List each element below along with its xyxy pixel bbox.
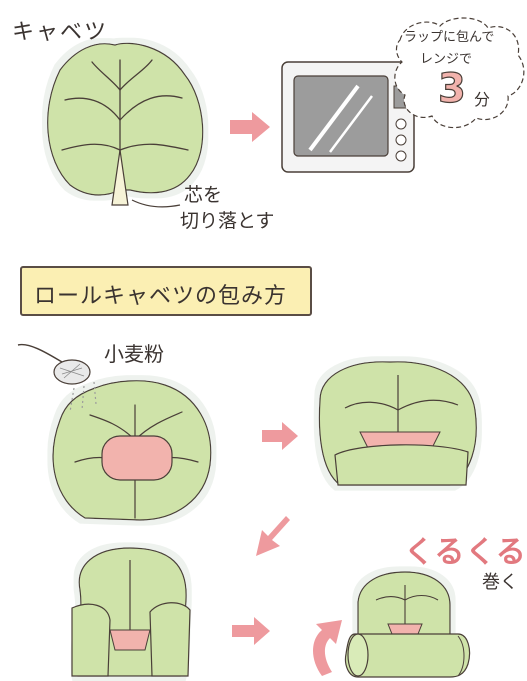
arrow-right-3 xyxy=(232,617,270,645)
arrow-right-1 xyxy=(230,112,270,142)
microwave-icon xyxy=(281,61,415,173)
label-minutes-unit: 分 xyxy=(474,90,491,109)
cabbage-leaf-whole xyxy=(47,42,204,196)
label-core-line1: 芯を xyxy=(184,184,223,206)
flour-dust xyxy=(69,381,97,413)
sieve-icon xyxy=(17,343,91,385)
label-minutes-number: 3 xyxy=(437,65,466,112)
label-wrap-line1: ラップに包んで xyxy=(404,30,495,45)
label-cabbage: キャベツ xyxy=(12,20,109,45)
rolled-vein xyxy=(375,585,439,625)
folded-flap xyxy=(334,444,469,486)
roll-curl-arrow xyxy=(313,620,342,676)
speech-bubble xyxy=(394,17,525,129)
core-pointer-line xyxy=(131,199,181,208)
right-flap xyxy=(149,602,191,677)
filling-sides xyxy=(109,629,151,651)
label-roll-verb: 巻く xyxy=(482,572,518,593)
arrow-right-2 xyxy=(262,422,298,450)
label-core-line2: 切り落とす xyxy=(180,210,275,232)
roll-cylinder xyxy=(344,633,471,678)
cabbage-core xyxy=(111,149,129,206)
arrow-down-left xyxy=(256,516,290,556)
left-flap xyxy=(71,603,111,677)
rolled-filling xyxy=(387,623,423,635)
cabbage-veins xyxy=(61,59,189,191)
meat-filling xyxy=(101,435,173,481)
section-title-box xyxy=(20,266,312,316)
label-flour: 小麦粉 xyxy=(104,342,164,366)
label-wrap-line2: レンジで xyxy=(420,52,473,67)
section-title: ロールキャベツの包み方 xyxy=(34,284,288,309)
label-roll-emphasis: くるくる xyxy=(404,535,527,570)
folded-veins xyxy=(344,375,459,440)
